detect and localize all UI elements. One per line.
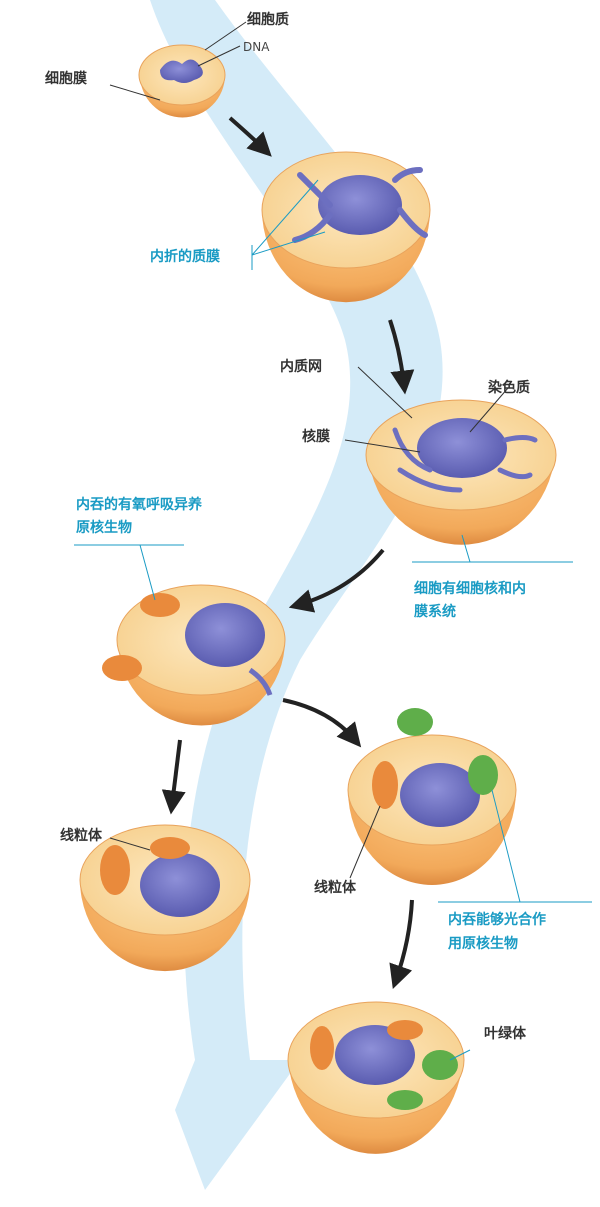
process-arrows <box>161 116 415 990</box>
mitochondrion-left-2 <box>150 837 190 859</box>
cell-7 <box>287 1001 465 1154</box>
chloroplast-2 <box>387 1090 423 1110</box>
chloroplast-1 <box>422 1050 458 1080</box>
mitochondrion-bottom-2 <box>387 1020 423 1040</box>
label-aerobic-line2: 原核生物 <box>76 520 132 536</box>
label-endoplasmic-reticulum: 内质网 <box>280 359 322 375</box>
cell-5 <box>79 824 251 972</box>
endoplasmic-reticulum-folds <box>392 427 538 493</box>
label-infolded-membrane: 内折的质膜 <box>150 249 220 265</box>
label-cell-membrane: 细胞膜 <box>45 71 87 87</box>
label-mitochondrion-left: 线粒体 <box>60 828 102 844</box>
label-dna: DNA <box>243 40 270 54</box>
engulfed-photosynthetic <box>468 755 498 795</box>
infolded-membrane-strands <box>292 167 428 243</box>
leader-lines <box>109 21 509 879</box>
cell-4 <box>102 584 286 726</box>
label-aerobic-line1: 内吞的有氧呼吸异养 <box>76 497 202 513</box>
label-photosynthetic-line2: 用原核生物 <box>448 936 518 952</box>
cell-6 <box>347 708 517 885</box>
dna-cluster <box>160 59 203 83</box>
label-nuclear-membrane: 核膜 <box>302 429 330 445</box>
engulfed-bacterium-inside <box>140 593 180 617</box>
label-nucleus-system-line2: 膜系统 <box>414 604 456 620</box>
label-mitochondrion-right: 线粒体 <box>314 880 356 896</box>
free-bacterium <box>102 655 142 681</box>
cell-3 <box>365 399 557 545</box>
leader-lines-blue <box>74 179 592 1061</box>
label-cytoplasm: 细胞质 <box>247 12 289 28</box>
cell-1 <box>138 44 226 118</box>
label-nucleus-system-line1: 细胞有细胞核和内 <box>414 581 526 597</box>
mitochondrion-right <box>372 761 398 809</box>
mitochondrion-left-1 <box>100 845 130 895</box>
label-photosynthetic-line1: 内吞能够光合作 <box>448 912 546 928</box>
label-chloroplast: 叶绿体 <box>484 1026 526 1042</box>
mitochondrion-bottom-1 <box>310 1026 334 1070</box>
label-chromatin: 染色质 <box>488 380 530 396</box>
free-photosynthetic-bacterium <box>397 708 433 736</box>
